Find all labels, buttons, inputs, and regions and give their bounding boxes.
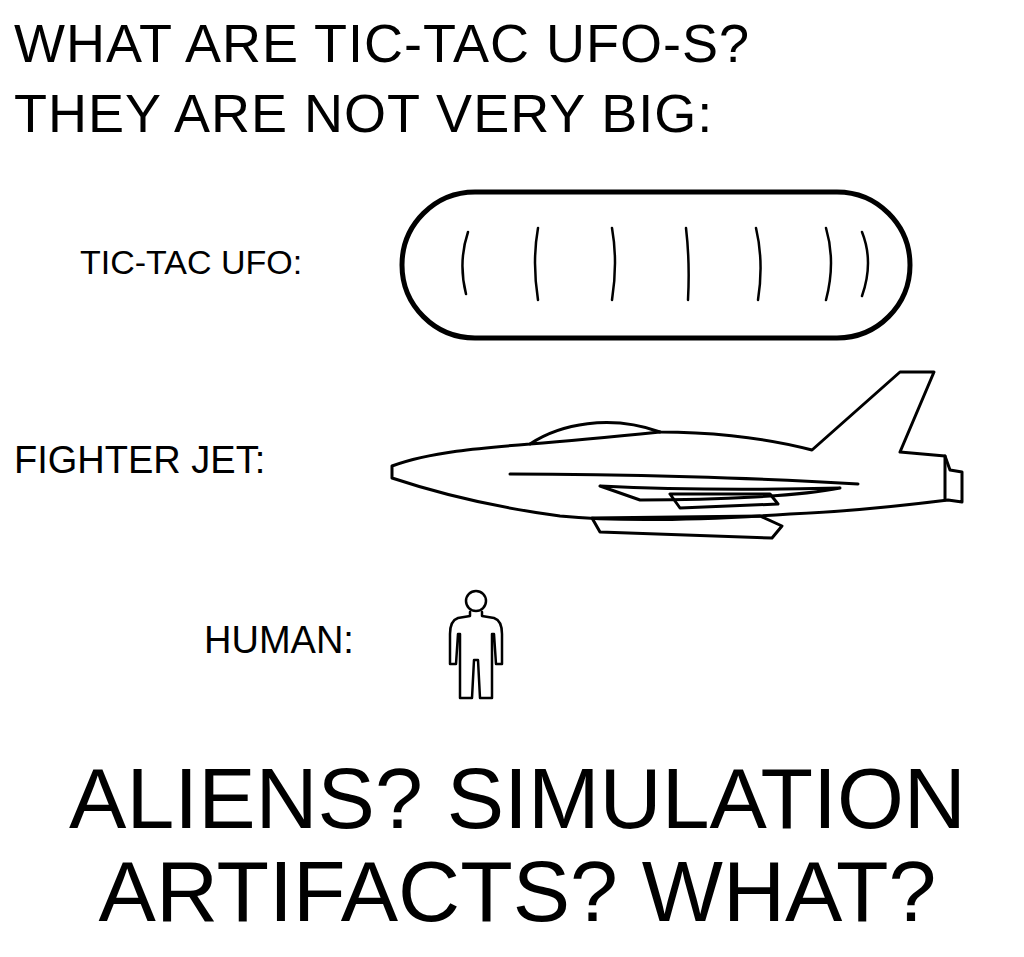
fighter-jet (392, 372, 962, 538)
human-figure (450, 591, 502, 698)
caption-text: ALIENS? SIMULATION ARTIFACTS? WHAT? (30, 752, 1005, 938)
heading-text: WHAT ARE TIC-TAC UFO-S? THEY ARE NOT VER… (14, 8, 874, 148)
ufo-label: TIC-TAC UFO: (80, 244, 302, 281)
tic-tac-ufo (402, 192, 910, 338)
human-label: HUMAN: (204, 620, 354, 662)
jet-label: FIGHTER JET: (14, 440, 265, 482)
